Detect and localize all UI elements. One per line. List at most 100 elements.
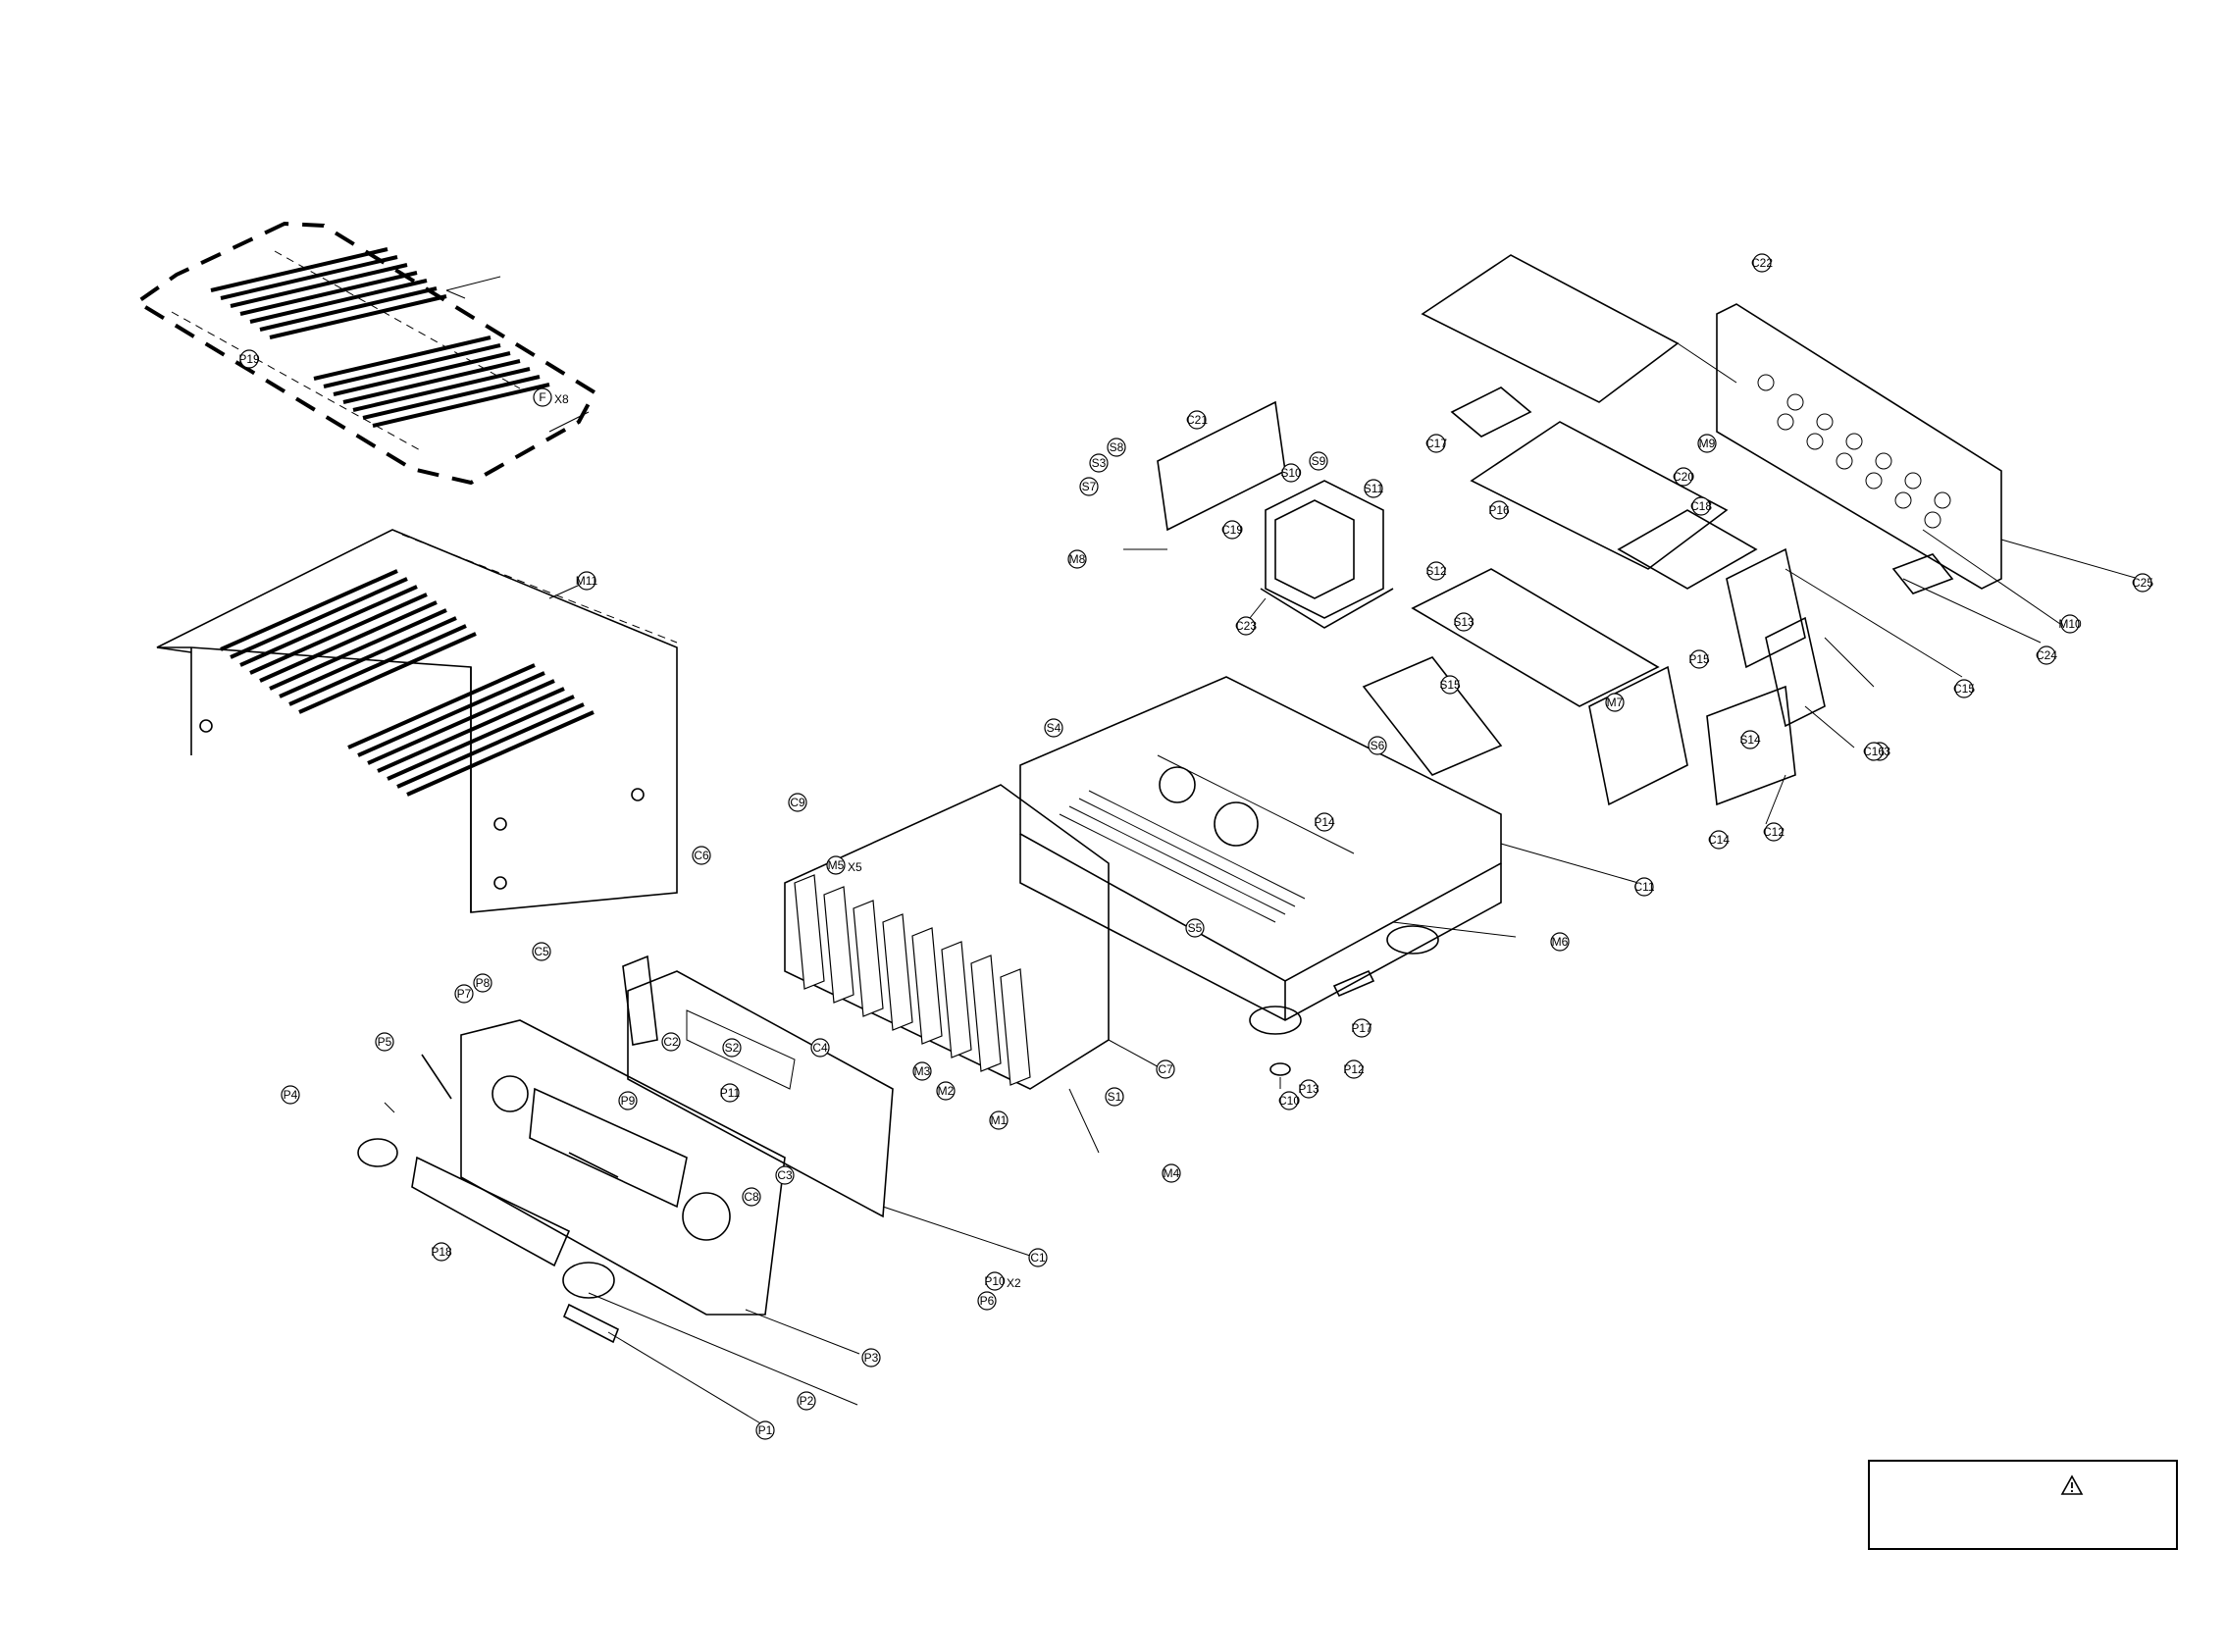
- leader-lines: [385, 343, 2139, 1427]
- part-label-text: P9: [621, 1094, 636, 1108]
- part-label-text: S9: [1312, 454, 1326, 468]
- part-label-c17: C17: [1425, 435, 1447, 452]
- part-label-s10: S10: [1280, 464, 1302, 482]
- part-label-text: S7: [1082, 480, 1097, 493]
- part-label-p4: P4: [282, 1086, 299, 1104]
- part-label-m7: M7: [1606, 694, 1624, 711]
- part-label-text: S10: [1280, 466, 1302, 480]
- part-label-s9: S9: [1310, 452, 1327, 470]
- part-label-c3: C3: [776, 1166, 794, 1184]
- part-label-text: C21: [1186, 413, 1208, 427]
- part-label-m3: M3: [913, 1062, 931, 1080]
- part-label-text: M3: [914, 1064, 931, 1078]
- part-label-c8: C8: [743, 1188, 760, 1206]
- part-label-text: M10: [2058, 617, 2082, 631]
- part-label-c1: C1: [1029, 1249, 1047, 1266]
- part-label-text: M8: [1069, 552, 1086, 566]
- part-label-c7: C7: [1157, 1060, 1174, 1078]
- part-label-text: P18: [431, 1245, 452, 1259]
- part-label-p19: P19: [238, 350, 260, 368]
- part-label-s12: S12: [1425, 562, 1447, 580]
- part-label-p2: P2: [798, 1392, 815, 1410]
- part-label-text: C18: [1690, 499, 1712, 513]
- part-label-c2: C2: [662, 1033, 680, 1051]
- part-label-s3: S3: [1090, 454, 1108, 472]
- part-label-p11: P11: [720, 1084, 741, 1102]
- chassis-m6: [1020, 677, 1501, 1020]
- part-label-m4: M4: [1163, 1164, 1180, 1182]
- part-label-text: P6: [980, 1294, 995, 1308]
- part-label-s15: S15: [1439, 676, 1461, 694]
- part-label-c16: C16: [1863, 743, 1885, 760]
- heatsink-m4: [785, 785, 1109, 1089]
- part-label-c14: C14: [1708, 831, 1730, 849]
- part-label-text: S5: [1188, 921, 1203, 935]
- part-label-text: S4: [1047, 721, 1061, 735]
- part-label-text: C6: [694, 849, 709, 862]
- part-label-s1: S1: [1106, 1088, 1123, 1106]
- part-label-p3: P3: [862, 1349, 880, 1367]
- part-label-text: P16: [1488, 503, 1510, 517]
- part-label-p13: P13: [1298, 1080, 1319, 1098]
- part-label-s4: S4: [1045, 719, 1062, 737]
- part-label-text: C15: [1953, 682, 1975, 696]
- part-label-p15: P15: [1688, 650, 1710, 668]
- part-label-s5: S5: [1186, 919, 1204, 937]
- knobs-and-windows: [358, 1055, 618, 1342]
- part-labels: C1C2C3C4C5C6C7C8C9C10C11C12C13C14C15C16C…: [238, 254, 2153, 1439]
- part-label-s13: S13: [1453, 613, 1475, 631]
- part-label-text: C5: [534, 945, 549, 958]
- part-label-text: S11: [1364, 482, 1384, 495]
- part-label-c12: C12: [1763, 823, 1785, 841]
- part-label-c6: C6: [693, 847, 710, 864]
- part-label-c4: C4: [811, 1039, 829, 1057]
- part-label-text: C8: [744, 1190, 759, 1204]
- part-label-c11: C11: [1633, 878, 1654, 896]
- part-label-m2: M2: [937, 1082, 955, 1100]
- part-label-s6: S6: [1369, 737, 1386, 754]
- part-label-c22: C22: [1751, 254, 1773, 272]
- part-label-text: P13: [1298, 1082, 1319, 1096]
- part-label-text: C10: [1278, 1094, 1300, 1108]
- part-label-c5: C5: [533, 943, 550, 960]
- part-label-text: P11: [720, 1086, 741, 1100]
- warning-triangle-icon: [2060, 1474, 2084, 1496]
- part-label-text: S12: [1425, 564, 1447, 578]
- part-label-text: P1: [758, 1423, 773, 1437]
- part-label-text: M6: [1552, 935, 1569, 949]
- part-label-text: P17: [1351, 1021, 1372, 1035]
- part-label-p5: P5: [376, 1033, 393, 1051]
- part-label-p7: P7: [455, 985, 473, 1003]
- part-label-text: C22: [1751, 256, 1773, 270]
- part-label-text: P3: [864, 1351, 879, 1365]
- part-label-p12: P12: [1343, 1060, 1365, 1078]
- part-label-text: S3: [1092, 456, 1107, 470]
- part-label-m5: M5X5: [827, 856, 862, 874]
- part-label-text: P15: [1688, 652, 1710, 666]
- part-label-text: P14: [1314, 815, 1335, 829]
- part-label-text: M7: [1607, 696, 1624, 709]
- part-label-p8: P8: [474, 974, 492, 992]
- part-label-text: C9: [790, 796, 805, 809]
- part-label-m10: M10: [2058, 615, 2082, 633]
- part-label-p1: P1: [756, 1421, 774, 1439]
- legend-box: [1868, 1460, 2178, 1550]
- quantity-text: X5: [848, 860, 862, 874]
- part-label-text: M5: [828, 858, 845, 872]
- part-label-c23: C23: [1235, 617, 1257, 635]
- part-label-p10: P10X2: [984, 1272, 1021, 1290]
- part-label-c20: C20: [1673, 468, 1694, 486]
- part-label-c10: C10: [1278, 1092, 1300, 1110]
- part-label-text: C11: [1633, 880, 1654, 894]
- part-label-text: S2: [725, 1041, 740, 1055]
- side-pcbs: [1364, 549, 1825, 804]
- part-label-c24: C24: [2036, 646, 2057, 664]
- part-label-s14: S14: [1739, 731, 1761, 749]
- part-label-text: M11: [576, 574, 598, 588]
- part-label-s7: S7: [1080, 478, 1098, 495]
- part-label-text: M9: [1699, 437, 1716, 450]
- part-label-text: C20: [1673, 470, 1694, 484]
- part-label-p6: P6: [978, 1292, 996, 1310]
